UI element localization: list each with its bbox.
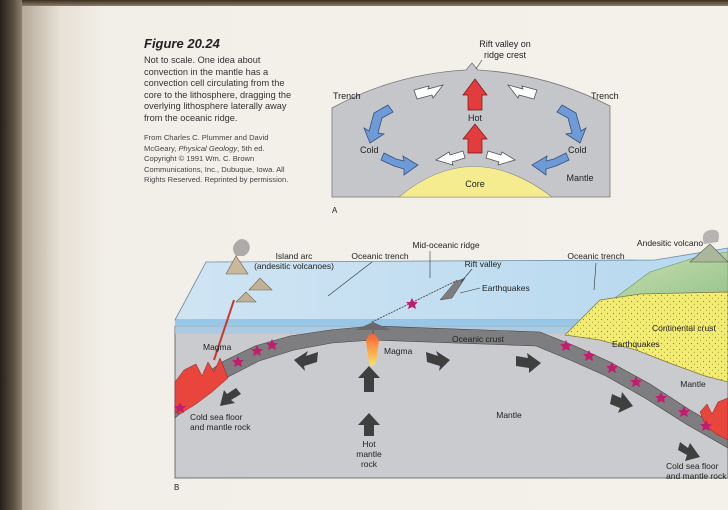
island-arc-label-line2: (andesitic volcanoes) <box>254 261 334 271</box>
magma-label-center: Magma <box>384 346 413 356</box>
ridge-crest-line-b <box>371 279 459 323</box>
cold-arrow-right-upper <box>556 104 587 144</box>
mantle-label-a: Mantle <box>566 173 593 183</box>
quake-star <box>606 362 618 373</box>
flow-arrow-top-right <box>506 84 538 100</box>
convection-arrow-right <box>426 351 450 371</box>
quake-star <box>232 356 244 367</box>
quake-star <box>678 406 690 417</box>
earthquake-markers <box>174 298 712 431</box>
cold-arrow-left-upper <box>363 104 394 144</box>
oceanic-plate-right <box>372 325 728 449</box>
hot-arrow-upper <box>462 78 488 111</box>
mantle-label-right-b: Mantle <box>680 379 706 389</box>
quake-star <box>174 402 186 413</box>
cold-rock-label-right-line2: and mantle rock <box>666 471 727 481</box>
convection-arrow-down-right <box>610 392 633 413</box>
trench-label-right: Trench <box>591 91 619 101</box>
quake-star <box>266 339 278 350</box>
trench-left-leader <box>327 261 373 297</box>
quake-star <box>630 376 642 387</box>
diagram-b: Island arc (andesitic volcanoes) Oceanic… <box>174 229 728 492</box>
andesitic-volcano-label: Andesitic volcano <box>637 238 703 248</box>
trench-right-leader <box>593 262 597 291</box>
hot-arrow-lower <box>462 123 488 154</box>
continental-crust-b <box>564 291 728 383</box>
continental-crust-label: Continental crust <box>652 323 716 333</box>
rift-valley-leader-b <box>460 268 473 283</box>
rift-valley-label-line1: Rift valley on <box>479 39 531 49</box>
hot-rock-label-line1: Hot <box>362 439 376 449</box>
credit-book-title: Physical Geology <box>178 143 238 153</box>
cold-rock-label-right-line1: Cold sea floor <box>666 461 719 471</box>
mid-oceanic-ridge-label: Mid-oceanic ridge <box>412 240 479 250</box>
oceanic-crust-label: Oceanic crust <box>452 334 505 344</box>
cold-label-right-a: Cold <box>568 145 587 155</box>
convection-arrow-down-left <box>220 388 241 406</box>
magma-left-b <box>174 357 229 415</box>
magma-label-left: Magma <box>203 342 232 352</box>
earthquakes-top-leader <box>459 287 481 294</box>
convection-arrow-hot-rock <box>358 413 380 436</box>
quake-star <box>406 298 418 309</box>
andesitic-volcano-right <box>689 243 728 263</box>
earthquakes-label-top: Earthquakes <box>482 283 530 293</box>
volcano-plume-left <box>233 239 250 256</box>
magma-ridge-b <box>366 333 379 366</box>
cold-arrow-left-lower <box>380 152 419 176</box>
cold-label-left-a: Cold <box>360 145 379 155</box>
convection-arrow-left <box>294 351 318 371</box>
earthquakes-label-right: Earthquakes <box>612 339 660 349</box>
figure-caption-text: Not to scale. One idea about convection … <box>144 55 292 123</box>
figure-credit-text: From Charles C. Plummer and David McGear… <box>144 133 289 185</box>
cold-rock-label-left-line2: and mantle rock <box>190 422 251 432</box>
book-spine-shadow <box>0 0 22 510</box>
volcano-plume-right <box>702 229 719 244</box>
island-arc-volcano-3 <box>235 291 257 303</box>
panel-letter-b: B <box>174 483 179 492</box>
cold-rock-label-left-line1: Cold sea floor <box>190 412 243 422</box>
oceanic-trench-label-right: Oceanic trench <box>567 251 624 261</box>
page-top-edge <box>0 0 728 6</box>
mantle-label-center-b: Mantle <box>496 410 522 420</box>
trench-label-left: Trench <box>333 91 361 101</box>
quake-star <box>251 345 263 356</box>
core-a <box>398 166 553 198</box>
oceanic-trench-label-left: Oceanic trench <box>351 251 408 261</box>
quake-star <box>583 350 595 361</box>
convection-arrow-upwelling <box>358 366 380 392</box>
convection-arrow-down-right-2 <box>678 442 700 461</box>
rift-valley-leader <box>475 59 483 70</box>
ridge-crest-b <box>355 322 391 330</box>
magma-conduit-left <box>213 299 235 361</box>
flow-arrow-top-left <box>413 84 445 100</box>
convection-arrow-right-2 <box>516 353 541 373</box>
island-arc-label-line1: Island arc <box>276 251 314 261</box>
hot-rock-label-line3: rock <box>361 459 378 469</box>
diagram-a: Rift valley on ridge crest Trench Trench… <box>331 39 619 215</box>
rift-valley-label-line2: ridge crest <box>484 50 527 60</box>
quake-star <box>560 340 572 351</box>
core-label-a: Core <box>465 179 485 189</box>
cold-arrow-right-lower <box>531 152 570 176</box>
flow-arrow-bottom-left <box>435 150 466 166</box>
quake-star <box>655 392 667 403</box>
hot-label-a: Hot <box>468 113 483 123</box>
figure-label: Figure 20.24 <box>144 36 220 51</box>
island-arc-volcano-2 <box>248 277 273 291</box>
surface-rift-b <box>439 277 466 301</box>
flow-arrow-bottom-right <box>485 150 516 166</box>
hot-rock-label-line2: mantle <box>356 449 382 459</box>
quake-star <box>700 420 712 431</box>
panel-letter-a: A <box>332 206 338 215</box>
rift-valley-label-b: Rift valley <box>465 259 503 269</box>
island-arc-volcano-left <box>225 255 249 275</box>
